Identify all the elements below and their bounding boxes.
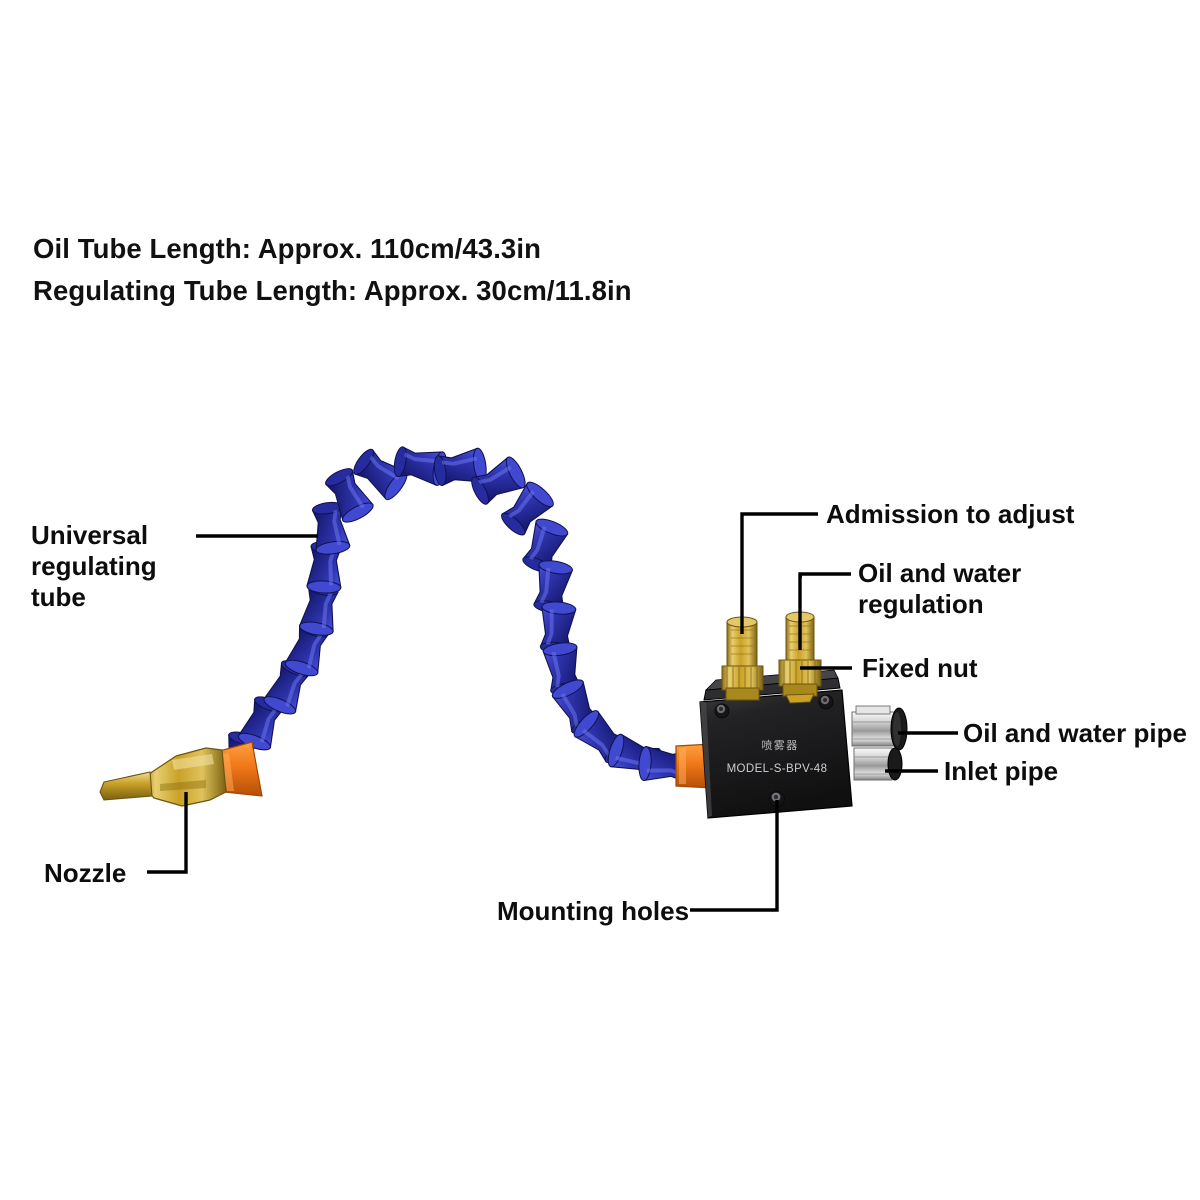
label-mounting-holes: Mounting holes	[497, 896, 690, 926]
mounting-hole-top-left	[714, 703, 730, 719]
leader-admission-to-adjust	[740, 512, 818, 634]
universal-regulating-tube	[213, 443, 693, 789]
fixed-nut	[778, 659, 822, 704]
oil-and-water-pipe-fitting	[851, 705, 908, 751]
leader-oil-water-regulation	[798, 572, 851, 650]
valve-body: 喷雾器 MODEL-S-BPV-48	[699, 669, 853, 819]
label-oil-and-water-regulation: Oil and water regulation	[858, 558, 1078, 620]
label-inlet-pipe: Inlet pipe	[944, 756, 1059, 786]
label-fixed-nut: Fixed nut	[862, 653, 978, 683]
inlet-pipe-fitting	[853, 747, 903, 781]
leader-lines	[147, 512, 958, 912]
spec-regulating-tube-length: Regulating Tube Length: Approx. 30cm/11.…	[33, 275, 632, 306]
orange-collar-valve-side	[675, 743, 713, 789]
label-universal-regulating-tube-line2: regulating tube	[31, 551, 157, 612]
mounting-hole-bottom	[769, 791, 785, 807]
label-oil-and-water-regulation-line2: regulation	[858, 589, 984, 619]
label-oil-and-water-pipe: Oil and water pipe	[963, 718, 1187, 748]
spec-oil-tube-length: Oil Tube Length: Approx. 110cm/43.3in	[33, 233, 541, 264]
label-nozzle: Nozzle	[44, 858, 127, 888]
valve-chinese-text: 喷雾器	[761, 739, 798, 752]
label-universal-regulating-tube-line1: Universal	[31, 520, 149, 550]
leader-mounting-holes	[690, 800, 779, 912]
nozzle	[99, 747, 227, 807]
label-oil-and-water-regulation-line1: Oil and water	[858, 558, 1022, 588]
valve-model-text: MODEL-S-BPV-48	[727, 763, 828, 775]
label-admission-to-adjust: Admission to adjust	[826, 499, 1075, 529]
leader-nozzle	[147, 792, 188, 874]
mounting-hole-top-right	[818, 694, 834, 710]
specifications-block: Oil Tube Length: Approx. 110cm/43.3in Re…	[33, 228, 733, 312]
label-universal-regulating-tube: Universal regulating tube	[31, 520, 211, 613]
